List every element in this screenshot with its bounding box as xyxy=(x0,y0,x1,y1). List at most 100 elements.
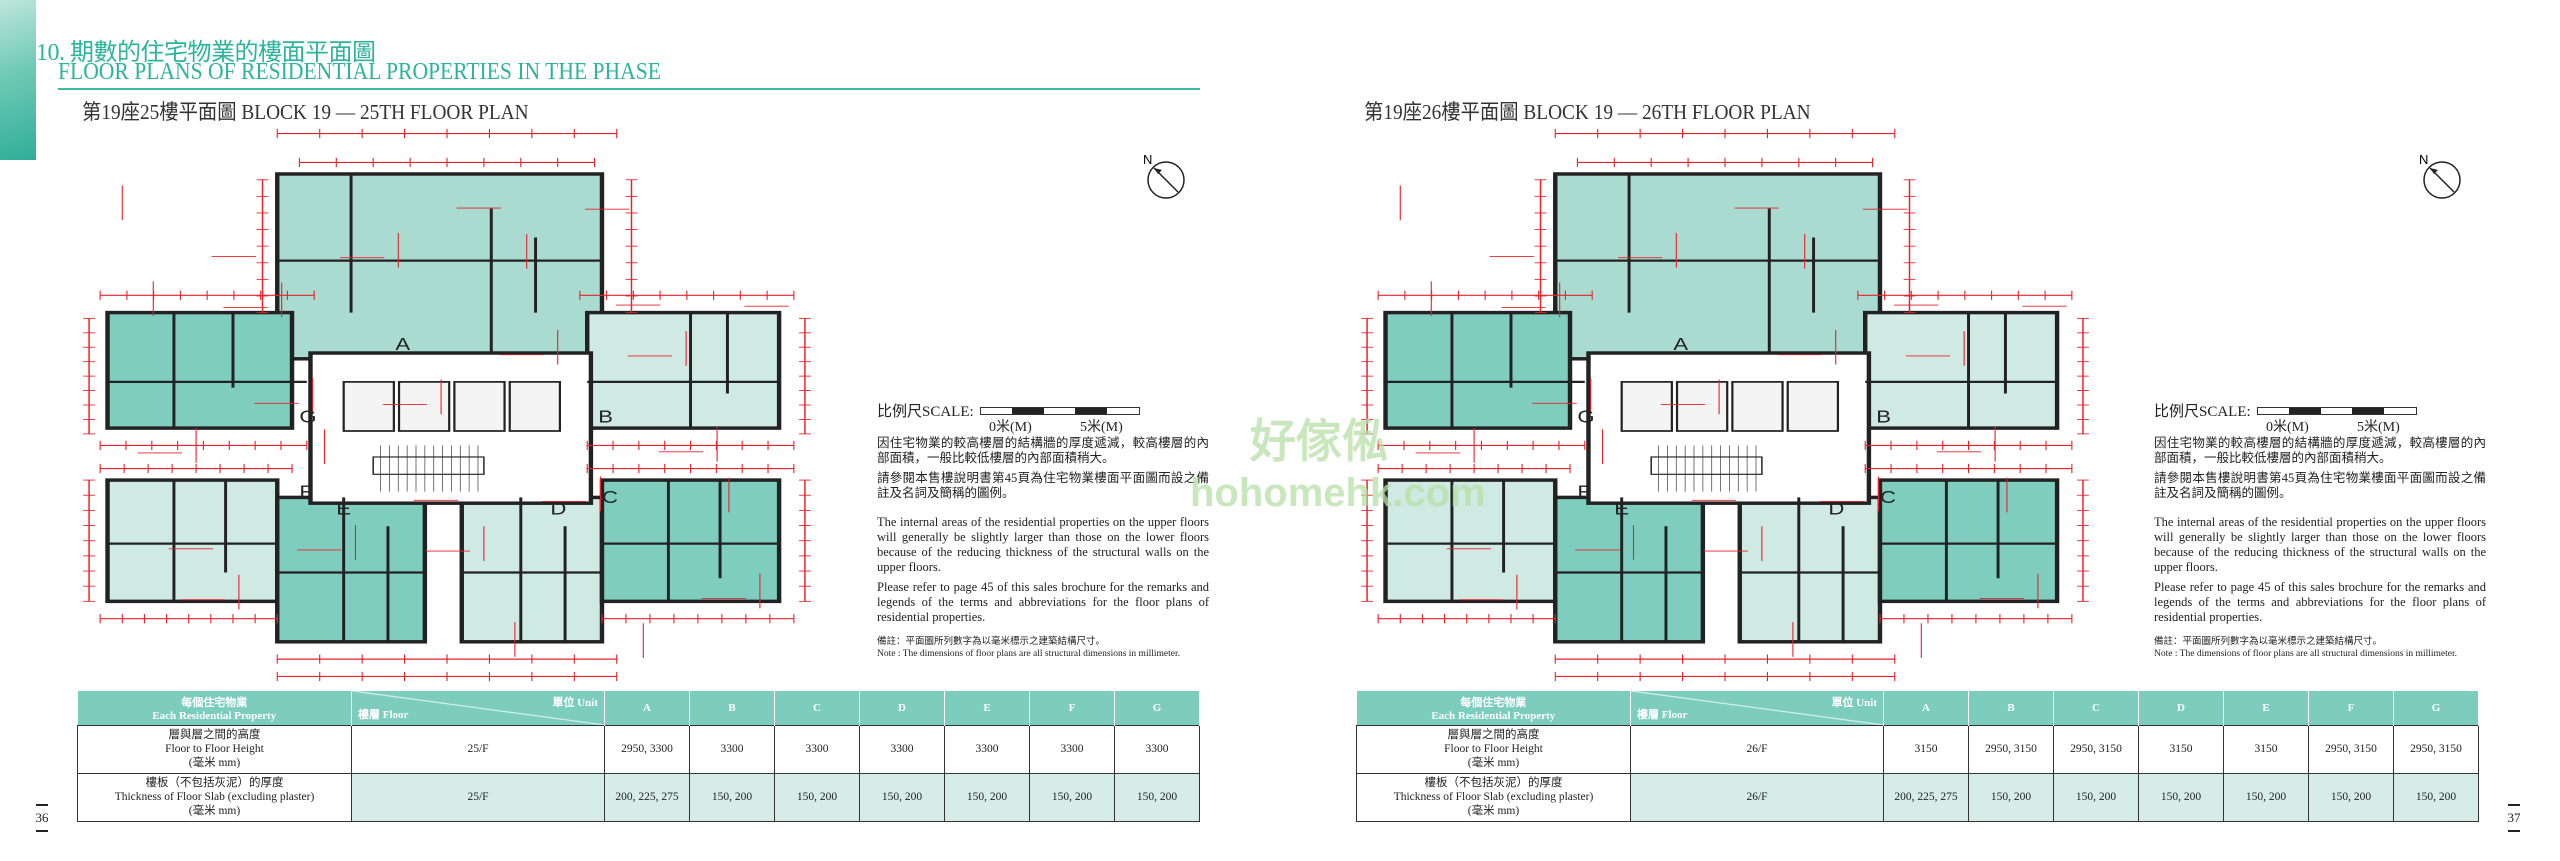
unit-header-c: C xyxy=(774,691,860,725)
stair-landing xyxy=(1650,456,1763,475)
unit-letter-f: F xyxy=(1577,483,1591,502)
row-label-unit: (毫米 mm) xyxy=(188,757,241,769)
value-cell: 150, 200 xyxy=(2138,772,2224,822)
unit-e-area xyxy=(1553,495,1706,644)
plan-subtitle: 第19座25樓平面圖 BLOCK 19 — 25TH FLOOR PLAN xyxy=(82,100,529,124)
unit-letter-e: E xyxy=(336,500,351,519)
lift xyxy=(1786,381,1840,432)
value-cell: 200, 225, 275 xyxy=(604,772,690,822)
unit-g-area xyxy=(105,310,295,430)
value-cell: 150, 200 xyxy=(1968,772,2054,822)
row-label-en: Thickness of Floor Slab (excluding plast… xyxy=(114,791,315,803)
stair-landing xyxy=(372,456,485,475)
lift xyxy=(1620,381,1673,432)
value-cell: 2950, 3150 xyxy=(2308,724,2394,774)
unit-letter-a: A xyxy=(395,335,411,354)
scale-bar: 比例尺SCALE: xyxy=(2154,400,2417,421)
unit-letter-e: E xyxy=(1614,500,1629,519)
note-zh-2: 請參閱本售樓說明書第45頁為住宅物業樓面平面圖而設之備註及名詞及簡稱的圖例。 xyxy=(2154,471,2486,500)
compass-label: N xyxy=(1143,152,1152,167)
unit-letter-g: G xyxy=(299,408,316,427)
scale-end: 5米(M) xyxy=(2357,420,2400,435)
note-en-1: The internal areas of the residential pr… xyxy=(2154,515,2486,574)
row-label-en: Floor to Floor Height xyxy=(1444,743,1543,755)
watermark: 好傢俬 hohomehk.com xyxy=(1190,405,1486,516)
value-cell: 150, 200 xyxy=(689,772,775,822)
value-cell: 150, 200 xyxy=(859,772,945,822)
value-cell: 150, 200 xyxy=(1114,772,1200,822)
watermark-en: hohomehk.com xyxy=(1190,471,1486,515)
unit-header-b: B xyxy=(689,691,775,725)
value-cell: 200, 225, 275 xyxy=(1883,772,1969,822)
row-label-en: Floor to Floor Height xyxy=(165,743,264,755)
footnote-zh: 備註：平面圖所列數字為以毫米標示之建築結構尺寸。 xyxy=(877,637,1106,647)
value-cell: 150, 200 xyxy=(2393,772,2479,822)
unit-d-area xyxy=(1737,495,1883,644)
unit-g-area xyxy=(1383,310,1573,430)
unit-b-area xyxy=(585,310,782,430)
row-label-unit: (毫米 mm) xyxy=(1467,757,1520,769)
unit-floor-header: 單位 Unit 樓層 Floor xyxy=(1630,691,1884,725)
value-cell: 3300 xyxy=(1029,724,1115,774)
value-cell: 150, 200 xyxy=(2308,772,2394,822)
lift xyxy=(508,381,562,432)
floor-cell: 25/F xyxy=(351,772,605,822)
value-cell: 150, 200 xyxy=(2223,772,2309,822)
scale-label: 比例尺SCALE: xyxy=(2154,404,2251,420)
note-en-1: The internal areas of the residential pr… xyxy=(877,515,1209,574)
unit-e-area xyxy=(275,495,428,644)
divider xyxy=(58,88,1200,90)
value-cell: 3300 xyxy=(1114,724,1200,774)
unit-letter-g: G xyxy=(1577,408,1594,427)
scale-end: 5米(M) xyxy=(1080,420,1123,435)
section-title-en: FLOOR PLANS OF RESIDENTIAL PROPERTIES IN… xyxy=(58,59,661,85)
compass-icon: N xyxy=(1143,152,1185,199)
notes-block: 因住宅物業的較高樓層的結構牆的厚度遞減，較高樓層的內部面積，一般比較低樓層的內部… xyxy=(877,436,1209,630)
unit-label: 單位 Unit xyxy=(552,697,598,709)
value-cell: 150, 200 xyxy=(774,772,860,822)
footnote: 備註：平面圖所列數字為以毫米標示之建築結構尺寸。 Note : The dime… xyxy=(2154,636,2494,660)
scale-start: 0米(M) xyxy=(989,420,1032,435)
unit-letter-f: F xyxy=(299,483,313,502)
row-label-zh: 樓板（不包括灰泥）的厚度 xyxy=(1424,777,1563,789)
unit-header-e: E xyxy=(944,691,1030,725)
floor-label: 樓層 Floor xyxy=(1637,708,1688,721)
value-cell: 3150 xyxy=(2223,724,2309,774)
floor-cell: 26/F xyxy=(1630,772,1884,822)
unit-header-d: D xyxy=(2138,691,2224,725)
compass-label: N xyxy=(2419,152,2428,167)
note-en-2: Please refer to page 45 of this sales br… xyxy=(877,580,1209,624)
note-zh-2: 請參閱本售樓說明書第45頁為住宅物業樓面平面圖而設之備註及名詞及簡稱的圖例。 xyxy=(877,471,1209,500)
unit-letter-d: D xyxy=(550,500,566,519)
footnote-en: Note : The dimensions of floor plans are… xyxy=(2154,649,2457,659)
decorative-strip xyxy=(0,0,36,160)
unit-letter-c: C xyxy=(602,488,618,507)
unit-a-area xyxy=(1553,172,1883,361)
unit-b-area xyxy=(1863,310,2060,430)
corner-en: Each Residential Property xyxy=(152,709,277,722)
page-number: 37 xyxy=(2506,800,2522,836)
notes-block: 因住宅物業的較高樓層的結構牆的厚度遞減，較高樓層的內部面積，一般比較低樓層的內部… xyxy=(2154,436,2486,630)
north-compass: N xyxy=(2416,150,2468,202)
unit-d-area xyxy=(459,495,605,644)
value-cell: 150, 200 xyxy=(1029,772,1115,822)
corner-zh: 每個住宅物業 xyxy=(181,696,248,709)
note-zh-1: 因住宅物業的較高樓層的結構牆的厚度遞減，較高樓層的內部面積，一般比較低樓層的內部… xyxy=(2154,436,2486,465)
corner-zh: 每個住宅物業 xyxy=(1460,696,1527,709)
section-title-zh: 10. 期數的住宅物業的樓面平面圖 xyxy=(36,40,376,66)
unit-letter-b: B xyxy=(1876,408,1891,427)
unit-letter-c: C xyxy=(1880,488,1896,507)
lift xyxy=(1675,381,1729,432)
row-label-zh: 層與層之間的高度 xyxy=(1447,729,1540,741)
scale-start: 0米(M) xyxy=(2266,420,2309,435)
unit-label: 單位 Unit xyxy=(1831,697,1877,709)
